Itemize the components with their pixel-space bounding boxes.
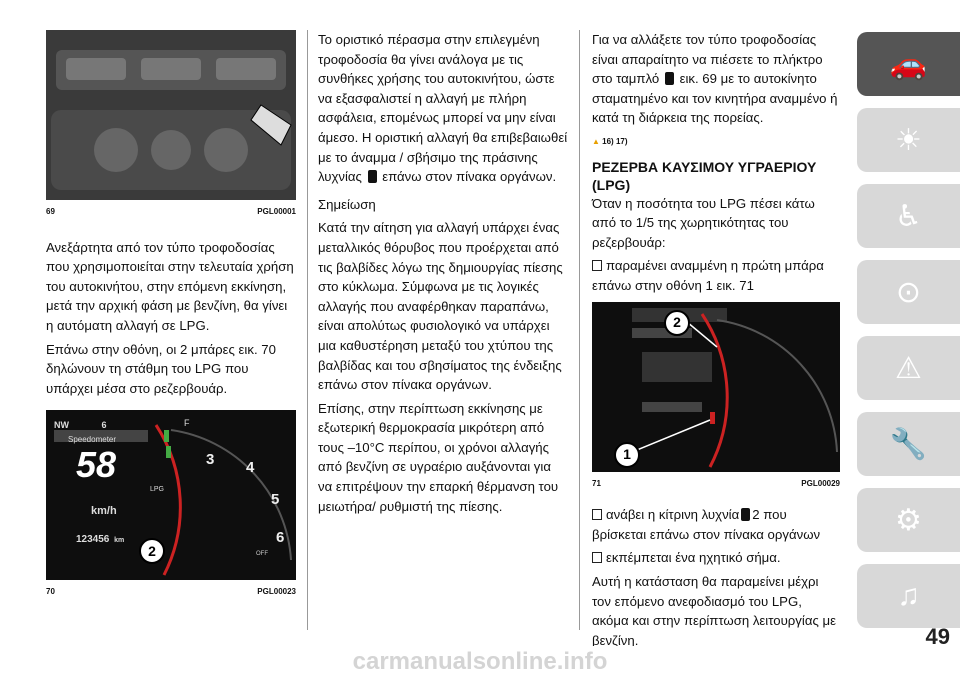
note-title: Σημείωση <box>318 196 376 212</box>
col2-paragraph-3: Επίσης, στην περίπτωση εκκίνησης με εξωτ… <box>318 400 559 514</box>
col3-paragraph-1: Για να αλλάξετε τον τύπο τροφοδοσίας είν… <box>592 30 840 128</box>
col3-bullet-2b: 2 που βρίσκεται επάνω στον πίνακα οργάνω… <box>592 507 821 542</box>
tab-safety[interactable]: ♿ <box>857 184 960 248</box>
figure-70: NW 6 Speedometer 58 km/h 123456 km LPG F… <box>46 410 296 602</box>
col3-paragraph-1b: εικ. 69 με το αυτοκίνητο σταματημένο και… <box>592 71 838 126</box>
section-heading: ΡΕΖΕΡΒΑ ΚΑΥΣΙΜΟΥ ΥΓΡΑΕΡΙΟΥ (LPG) <box>592 158 817 193</box>
checkbox-bullet-icon <box>592 260 602 272</box>
warning-refs-text: 16) 17) <box>602 136 628 146</box>
safety-seat-icon: ♿ <box>895 199 922 233</box>
col2-paragraph-1-text: Το οριστικό πέρασμα στην επιλεγμένη τροφ… <box>318 32 568 185</box>
fig70-odometer-unit: km <box>114 537 125 545</box>
fig70-callout-2: 2 <box>139 538 165 565</box>
figure-69: 69 PGL00001 <box>46 30 296 222</box>
green-fuel-pump-icon <box>367 170 377 184</box>
figure-69-ref: PGL00001 <box>257 207 296 216</box>
lights-message-icon: ☀ <box>895 123 922 157</box>
tab-specs[interactable]: ⚙ <box>857 488 960 552</box>
col3-bullet-3: εκπέμπεται ένα ηχητικό σήμα. <box>592 548 840 568</box>
tab-driving[interactable]: ⊙ <box>857 260 960 324</box>
fig70-lpg-label: LPG <box>150 486 165 494</box>
tab-multimedia[interactable]: ♫ <box>857 564 960 628</box>
tab-maintenance[interactable]: 🔧 <box>857 412 960 476</box>
lpg-button-icon <box>664 72 674 86</box>
fig70-gauge-4: 4 <box>246 459 255 477</box>
col1-paragraph-1: Ανεξάρτητα από τον τύπο τροφοδοσίας που … <box>46 239 294 333</box>
yellow-lpg-reserve-icon <box>741 508 751 522</box>
fig70-gauge-6: 6 <box>276 529 285 547</box>
car-info-icon: 🚗 <box>889 47 928 81</box>
emergency-icon: ⚠ <box>895 351 922 385</box>
column-divider-2 <box>579 30 580 630</box>
fig70-gauge-3: 3 <box>206 451 215 469</box>
figure-71-number: 71 <box>592 478 601 488</box>
column-divider-1 <box>307 30 308 630</box>
fig71-gauge-arcs <box>631 312 838 468</box>
figure-70-number: 70 <box>46 587 55 597</box>
fig70-gauge-arcs <box>154 424 292 577</box>
fig70-compass: NW <box>54 420 69 431</box>
checkbox-bullet-icon <box>592 552 602 564</box>
col1-paragraph-2: Επάνω στην οθόνη, οι 2 μπάρες εικ. 70 δη… <box>46 341 276 396</box>
col3-bullet-3-text: εκπέμπεται ένα ηχητικό σήμα. <box>606 550 781 566</box>
figure-71: 1 2 71 PGL00029 <box>592 301 840 494</box>
tab-lights-warnings[interactable]: ☀ <box>857 108 960 172</box>
col3-bullet-1: παραμένει αναμμένη η πρώτη μπάρα επάνω σ… <box>592 256 840 295</box>
dashboard-panel-illustration <box>46 30 296 200</box>
steering-wheel-icon: ⊙ <box>895 275 922 309</box>
wrench-icon: 🔧 <box>889 427 928 461</box>
column-1: 69 PGL00001 Ανεξάρτητα από τον τύπο τροφ… <box>46 30 296 602</box>
col2-paragraph-1: Το οριστικό πέρασμα στην επιλεγμένη τροφ… <box>318 30 568 187</box>
fig70-mode-label: Speedometer <box>54 430 148 444</box>
tab-emergency[interactable]: ⚠ <box>857 336 960 400</box>
col3-paragraph-3: Αυτή η κατάσταση θα παραμείνει μέχρι τον… <box>592 573 836 648</box>
fig70-odometer: 123456 <box>76 534 110 546</box>
fig70-off-label: OFF <box>256 551 268 558</box>
figure-69-number: 69 <box>46 207 55 216</box>
fig70-full-label: F <box>184 418 190 429</box>
tab-car-info[interactable]: 🚗 <box>857 32 960 96</box>
column-3: Για να αλλάξετε τον τύπο τροφοδοσίας είν… <box>592 30 840 654</box>
col3-paragraph-2: Όταν η ποσότητα του LPG πέσει κάτω από τ… <box>592 195 815 250</box>
multimedia-icon: ♫ <box>897 579 920 612</box>
column-2: Το οριστικό πέρασμα στην επιλεγμένη τροφ… <box>318 30 568 520</box>
figure-71-ref: PGL00029 <box>801 478 840 488</box>
chapter-sidebar: 🚗 ☀ ♿ ⊙ ⚠ 🔧 ⚙ ♫ <box>857 32 960 640</box>
warning-triangle-icon: ▲ <box>592 136 600 146</box>
watermark: carmanualsonline.info <box>0 646 960 678</box>
warning-refs: ▲ 16) 17) <box>592 132 840 152</box>
col2-paragraph-1-end: επάνω στον πίνακα οργάνων. <box>382 169 557 185</box>
fig71-callout-2: 2 <box>664 309 690 336</box>
col2-paragraph-2: Κατά την αίτηση για αλλαγή υπάρχει ένας … <box>318 220 563 393</box>
page-number: 49 <box>925 624 950 649</box>
car-specs-icon: ⚙ <box>895 503 922 537</box>
col3-paragraph-1a: Για να αλλάξετε τον τύπο τροφοδοσίας είν… <box>592 32 823 87</box>
col3-bullet-1-text: παραμένει αναμμένη η πρώτη μπάρα επάνω σ… <box>592 258 824 293</box>
checkbox-bullet-icon <box>592 509 602 521</box>
figure-70-ref: PGL00023 <box>257 587 296 597</box>
col3-bullet-2a: ανάβει η κίτρινη λυχνία <box>606 507 740 523</box>
fig70-gear: 6 <box>101 420 107 431</box>
fig70-speed-unit: km/h <box>91 505 117 518</box>
fig71-callout-1: 1 <box>614 441 640 468</box>
fig70-gauge-5: 5 <box>271 491 280 509</box>
